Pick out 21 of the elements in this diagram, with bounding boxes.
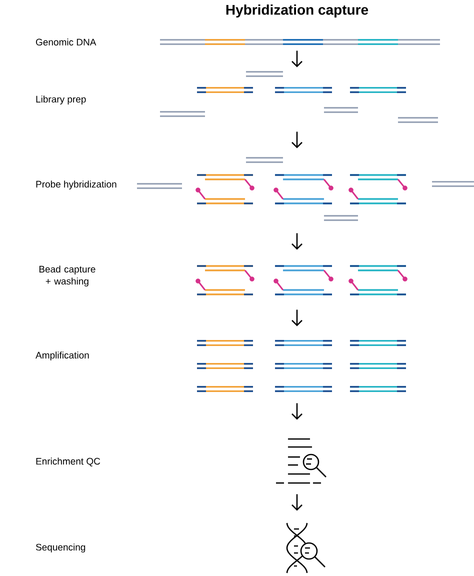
- step-label: Bead capture + washing: [39, 266, 96, 286]
- dna-fragments-drawing: [160, 70, 438, 124]
- step-label: Probe hybridization: [36, 180, 116, 190]
- arrow: [292, 50, 302, 68]
- amplified-fragments-drawing: [197, 340, 406, 392]
- probe-hybridization-drawing: [137, 156, 474, 222]
- arrow: [292, 132, 302, 148]
- step-label: Amplification: [36, 352, 89, 360]
- step-label: Genomic DNA: [36, 38, 96, 46]
- step-label: Sequencing: [36, 544, 86, 552]
- arrow: [292, 494, 302, 511]
- step-label: Library prep: [36, 96, 86, 104]
- arrow: [292, 310, 302, 326]
- title: Hybridization capture: [226, 4, 368, 18]
- dna-magnifier-icon: [286, 522, 326, 574]
- genomic-dna-drawing: [160, 38, 440, 46]
- arrow: [292, 233, 302, 250]
- magnifier-lines-icon: [276, 438, 326, 484]
- bead-capture-drawing: [196, 265, 408, 296]
- arrow: [292, 403, 302, 420]
- step-label: Enrichment QC: [36, 458, 100, 466]
